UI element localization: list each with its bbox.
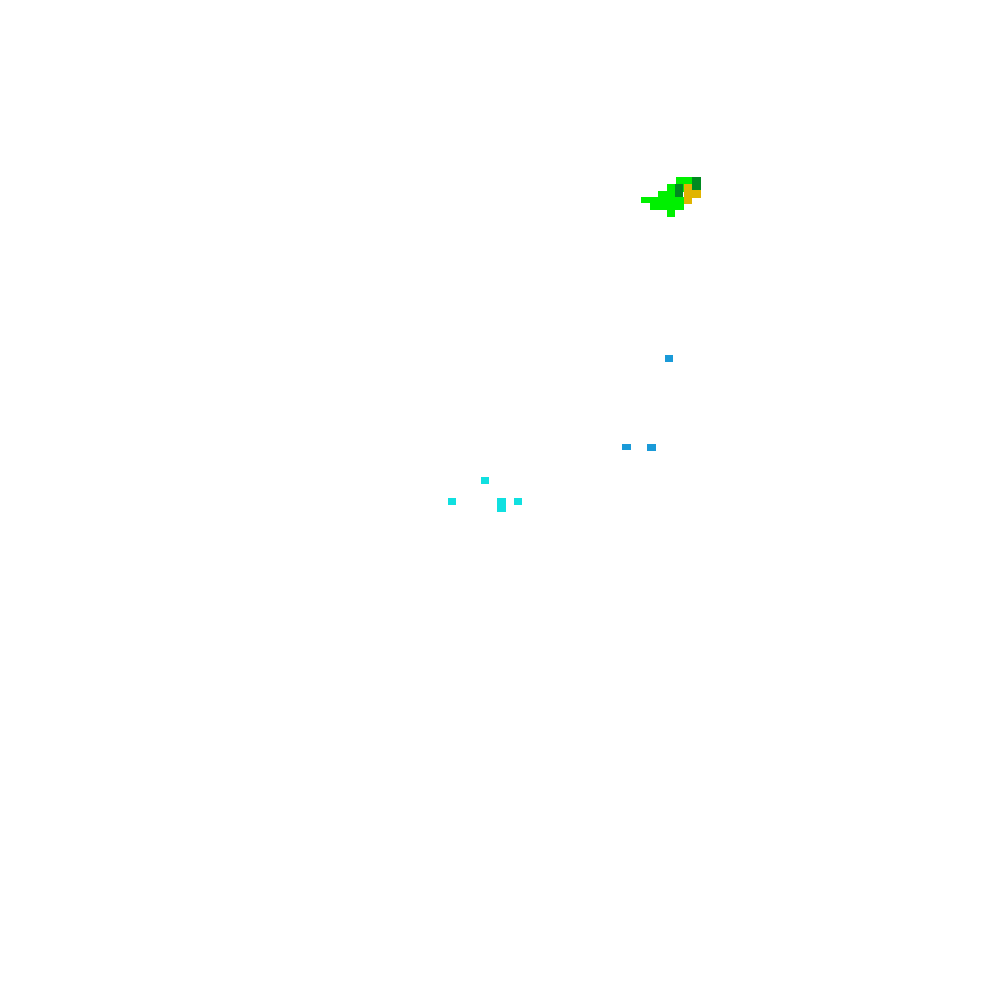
blue-square-particle-icon: [647, 444, 656, 451]
cyan-square-particle-icon: [497, 498, 506, 512]
cyan-square-particle-icon: [481, 477, 489, 484]
cyan-square-particle-icon: [514, 498, 522, 505]
blue-square-particle-icon: [665, 355, 673, 362]
green-bird-sprite-icon: [641, 177, 701, 217]
cyan-square-particle-icon: [448, 498, 456, 505]
blue-square-particle-icon: [622, 444, 631, 450]
